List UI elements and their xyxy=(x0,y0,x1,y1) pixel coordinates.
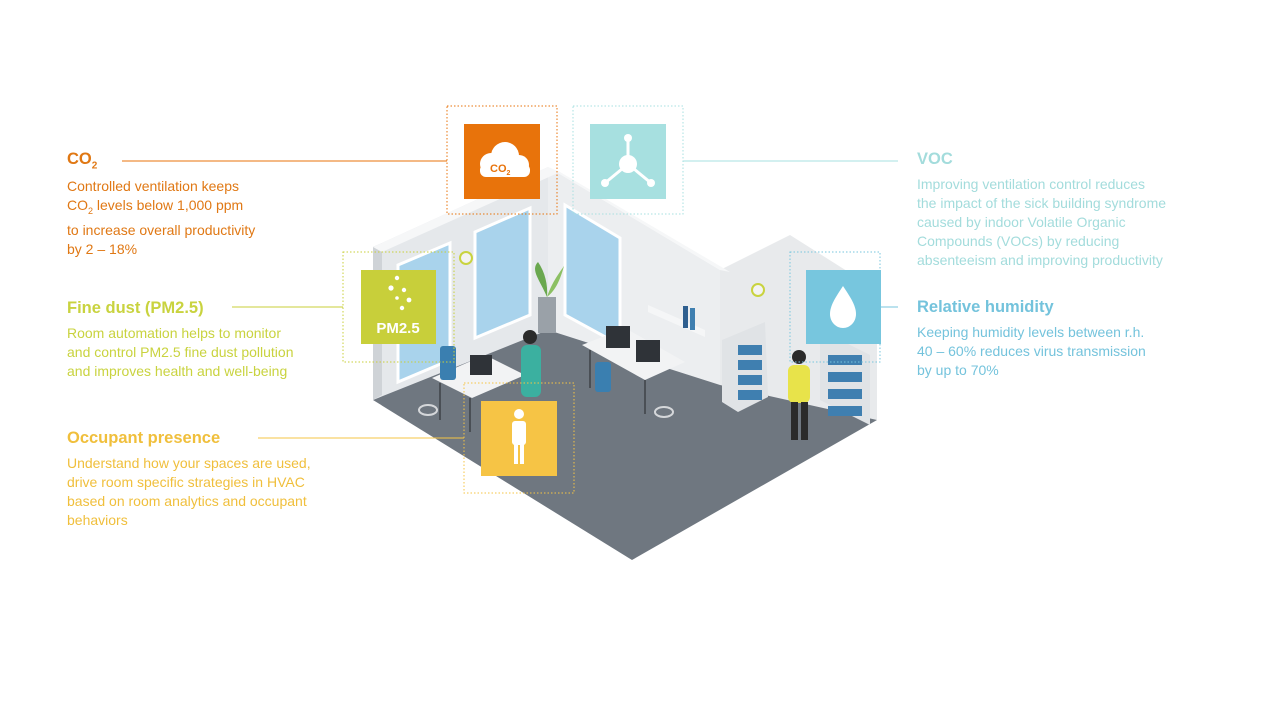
voc-desc-line: caused by indoor Volatile Organic xyxy=(917,214,1126,230)
voc-title: VOC xyxy=(917,150,953,168)
occupant-desc-line: based on room analytics and occupant xyxy=(67,493,307,509)
co2-desc-line: by 2 – 18% xyxy=(67,241,138,258)
co2-desc-line: Controlled ventilation keeps xyxy=(67,178,239,195)
person-icon xyxy=(512,409,526,464)
voc-desc-line: Improving ventilation control reduces xyxy=(917,176,1146,192)
voc-desc-line: the impact of the sick building syndrome xyxy=(917,195,1167,211)
occupant-tile xyxy=(481,401,557,476)
humidity-tile xyxy=(806,270,881,344)
co2-cloud-icon xyxy=(480,142,530,177)
voc-desc-line: absenteeism and improving productivity xyxy=(917,252,1163,268)
window xyxy=(473,205,532,341)
co2-tile: CO2 xyxy=(464,124,540,199)
fine-dust-desc-line: Room automation helps to monitor xyxy=(67,325,281,341)
co2-icon-text: CO xyxy=(490,163,507,175)
humidity-desc-line: Keeping humidity levels between r.h. xyxy=(917,324,1145,340)
humidity-callout: Relative humidity Keeping humidity level… xyxy=(917,298,1247,380)
occupant-desc-line: drive room specific strategies in HVAC xyxy=(67,474,305,490)
voc-desc-line: Compounds (VOCs) by reducing xyxy=(917,233,1120,249)
voc-callout: VOC Improving ventilation control reduce… xyxy=(917,150,1247,270)
molecule-icon xyxy=(601,134,655,187)
fine-dust-icon-label: PM2.5 xyxy=(376,320,419,337)
water-drop-icon xyxy=(830,286,856,328)
particles-icon xyxy=(388,275,412,311)
occupant-title: Occupant presence xyxy=(67,429,221,447)
co2-icon-sub: 2 xyxy=(507,170,511,177)
svg-text:CO2: CO2 xyxy=(490,163,511,177)
fine-dust-desc-line: and improves health and well-being xyxy=(67,363,288,379)
co2-callout: CO2 Controlled ventilation keeps CO2 lev… xyxy=(67,150,397,259)
co2-title: CO2 xyxy=(67,150,98,172)
fine-dust-callout: Fine dust (PM2.5) Room automation helps … xyxy=(67,299,397,381)
humidity-desc-line: by up to 70% xyxy=(917,362,999,378)
occupant-callout: Occupant presence Understand how your sp… xyxy=(67,429,397,530)
humidity-desc-line: 40 – 60% reduces virus transmission xyxy=(917,343,1146,359)
fine-dust-desc-line: and control PM2.5 fine dust pollution xyxy=(67,344,294,360)
humidity-title: Relative humidity xyxy=(917,298,1054,316)
fine-dust-tile: PM2.5 xyxy=(361,270,436,344)
co2-desc-line: CO2 levels below 1,000 ppm xyxy=(67,197,244,217)
fine-dust-title: Fine dust (PM2.5) xyxy=(67,299,204,317)
desk xyxy=(432,355,525,398)
occupant-desc-line: behaviors xyxy=(67,512,128,528)
co2-desc-line: to increase overall productivity xyxy=(67,222,256,239)
voc-tile xyxy=(590,124,666,199)
occupant-desc-line: Understand how your spaces are used, xyxy=(67,455,311,471)
